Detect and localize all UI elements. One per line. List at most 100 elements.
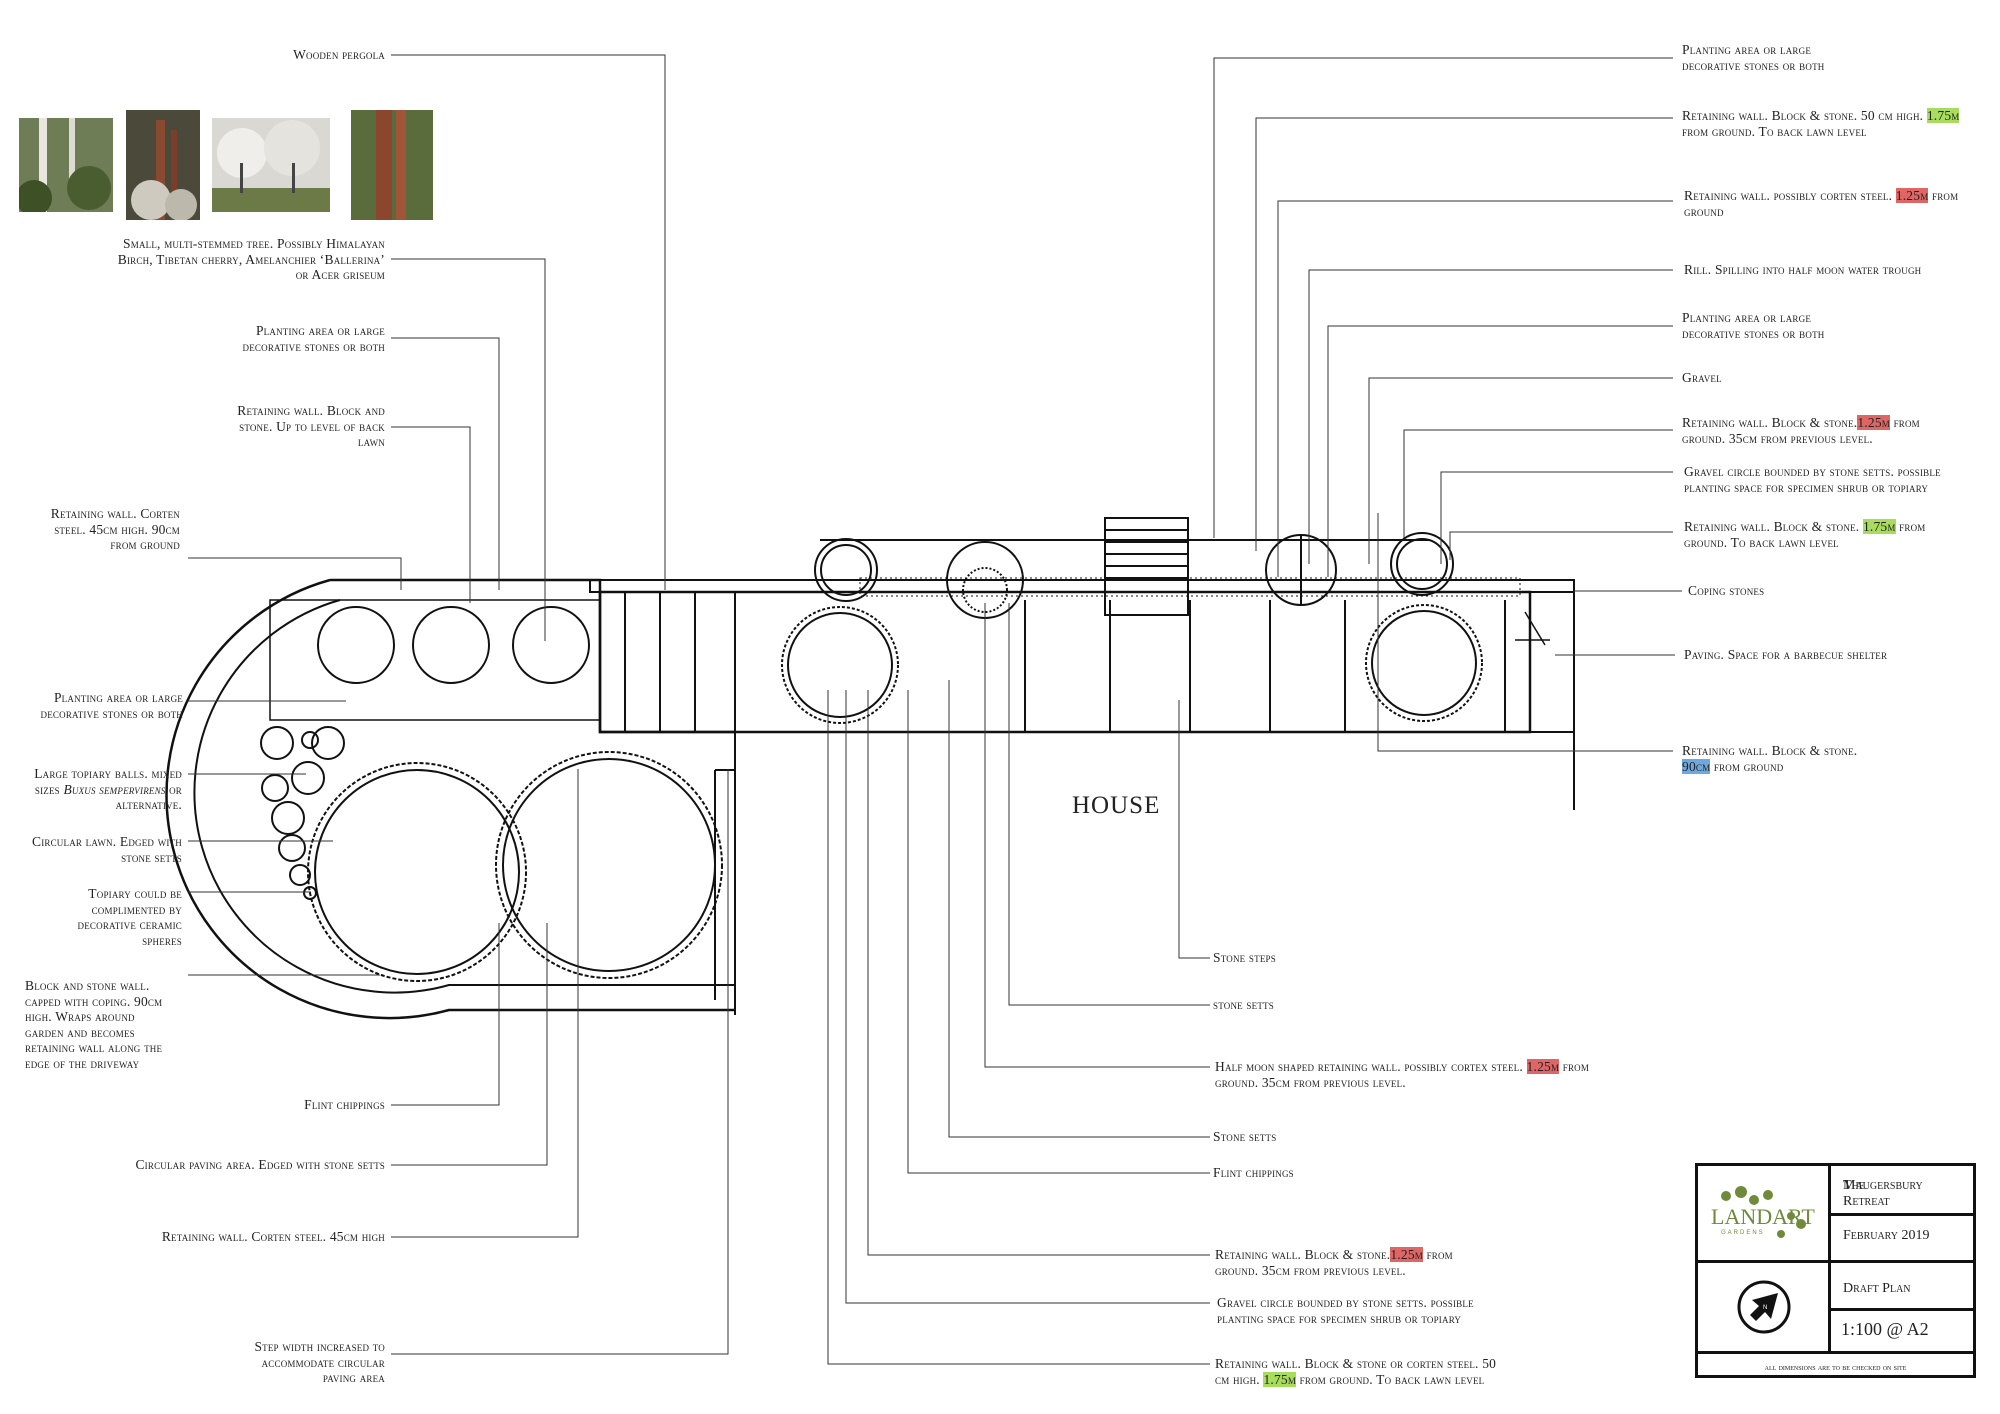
label-stone-steps: Stone steps — [1213, 950, 1276, 965]
project-line: The Retreat — [1843, 1178, 1890, 1209]
label-text: from — [1931, 188, 1959, 203]
label-circular-paving: Circular paving area. Edged with stone s… — [135, 1157, 385, 1172]
north-letter: N — [1763, 1305, 1767, 1311]
plan-scale: 1:100 @ A2 — [1841, 1319, 1929, 1339]
label-line: ground — [1684, 203, 1724, 219]
label-line: retaining wall along the — [25, 1040, 163, 1055]
label-line: garden and becomes — [25, 1024, 135, 1040]
label-line: from ground. To back lawn level — [1682, 123, 1867, 139]
label-line: Block and stone wall. — [25, 978, 150, 993]
label-line: complimented by — [91, 901, 182, 917]
label-line: Retaining wall. Corten — [50, 506, 180, 521]
label-stone-setts-1: stone setts — [1213, 997, 1274, 1012]
label-line: Gravel circle bounded by stone setts. po… — [1684, 464, 1941, 479]
label-text: Retaining wall. Block & stone. — [1682, 415, 1858, 430]
label-line: Large topiary balls. mixed — [34, 766, 182, 781]
label-line: Retaining wall. Block & stone or corten … — [1215, 1356, 1497, 1371]
svg-text:GARDENS: GARDENS — [1721, 1230, 1765, 1236]
label-gravel: Gravel — [1682, 370, 1722, 385]
tree-3 — [512, 606, 590, 684]
label-line: decorative stones or both — [40, 705, 183, 721]
label-line: Retaining wall. Block & stone. 1.75m fro… — [1684, 519, 1925, 535]
label-line: or Acer griseum — [295, 267, 385, 282]
label-line: Small, multi-stemmed tree. Possibly Hima… — [123, 236, 385, 251]
label-line: Planting area or large — [53, 690, 183, 705]
label-text: or — [169, 781, 182, 797]
label-line: Topiary could be — [88, 886, 182, 901]
label-line: stone. Up to level of back — [239, 418, 385, 434]
project-line: Maugersbury — [1843, 1178, 1923, 1193]
divider — [1698, 1351, 1973, 1354]
half-moon-1 — [814, 538, 878, 602]
label-retaining-175-bottom: Retaining wall. Block & stone or corten … — [1215, 1356, 1496, 1387]
label-retaining-175-a: Retaining wall. Block & stone. 50 cm hig… — [1682, 108, 1960, 139]
label-retaining-125-bottom: Retaining wall. Block & stone.1.25m from… — [1215, 1247, 1453, 1278]
label-line: edge of the driveway — [25, 1055, 140, 1071]
label-line: sizes Buxus sempervirens or — [0, 782, 182, 798]
label-line: Retaining wall. Block and — [237, 403, 385, 418]
label-text: Half moon shaped retaining wall. possibl… — [1215, 1059, 1523, 1074]
label-text: Retaining wall. Block & stone. — [1684, 519, 1860, 534]
label-line: decorative stones or both — [242, 338, 385, 354]
height-highlight: 90cm — [1682, 758, 1711, 774]
label-line: ground. 35cm from previous level. — [1215, 1262, 1406, 1278]
gravel-circle-right — [1365, 604, 1483, 722]
svg-text:LANDART: LANDART — [1711, 1204, 1815, 1229]
label-text: Retaining wall. Block & stone. — [1215, 1247, 1391, 1262]
main-terrace-strip — [589, 517, 1575, 1015]
label-line: Circular lawn. Edged with — [31, 834, 182, 849]
label-line: Retaining wall. Block & stone. 50 cm hig… — [1682, 108, 1960, 124]
label-corten-45cm: Retaining wall. Corten steel. 45cm high — [161, 1229, 385, 1244]
divider — [1828, 1213, 1976, 1216]
label-line: Retaining wall. Block & stone.1.25m from — [1682, 415, 1920, 431]
house-label: HOUSE — [1072, 792, 1161, 819]
dimensions-note: all dimensions are to be checked on site — [1764, 1362, 1907, 1372]
photo-amelanchier — [212, 118, 330, 212]
plan-status: Draft Plan — [1843, 1281, 1911, 1296]
height-highlight: 1.25m — [1390, 1247, 1423, 1262]
label-line: Planting area or large — [255, 323, 385, 338]
label-small-tree: Small, multi-stemmed tree. Possibly Hima… — [35, 236, 385, 283]
label-line: planting space for specimen shrub or top… — [1217, 1310, 1462, 1326]
height-highlight: 1.25m — [1526, 1059, 1560, 1074]
label-text: from — [1893, 415, 1920, 430]
label-text: from — [1899, 519, 1926, 534]
label-retaining-125-right: Retaining wall. Block & stone.1.25m from… — [1682, 415, 1920, 446]
label-line: ground. 35cm from previous level. — [1682, 430, 1873, 446]
label-text: from — [1562, 1059, 1590, 1074]
tree-1 — [317, 606, 395, 684]
tree-2 — [412, 606, 490, 684]
label-line: Retaining wall. possibly corten steel. 1… — [1684, 188, 1958, 204]
label-line: Planting area or large — [1682, 42, 1812, 57]
label-line: cm high. 1.75m from ground. To back lawn… — [1215, 1371, 1496, 1388]
label-retaining-90: Retaining wall. Block & stone. 90cm from… — [1682, 743, 1857, 774]
label-retaining-175-b: Retaining wall. Block & stone. 1.75m fro… — [1684, 519, 1925, 550]
label-flint-chippings-left: Flint chippings — [304, 1097, 385, 1112]
label-line: spheres — [142, 932, 182, 948]
label-text: cm high. — [1215, 1371, 1260, 1387]
label-half-moon-wall: Half moon shaped retaining wall. possibl… — [1215, 1059, 1589, 1090]
circular-paving — [495, 751, 723, 979]
label-text: from ground — [1713, 758, 1784, 774]
label-line: stone setts — [121, 849, 182, 865]
plan-date: February 2019 — [1843, 1228, 1930, 1243]
label-text: Retaining wall. Block & stone. 50 cm hig… — [1682, 108, 1924, 123]
label-line: Gravel circle bounded by stone setts. po… — [1217, 1295, 1474, 1310]
label-line: lawn — [357, 434, 385, 449]
label-line: high. Wraps around — [25, 1009, 135, 1024]
botanical-name: Buxus sempervirens — [63, 781, 166, 797]
label-line: steel. 45cm high. 90cm — [54, 521, 180, 537]
label-rill: Rill. Spilling into half moon water trou… — [1684, 262, 1922, 277]
label-stone-setts-2: Stone setts — [1213, 1129, 1277, 1144]
photo-birch — [19, 118, 113, 212]
